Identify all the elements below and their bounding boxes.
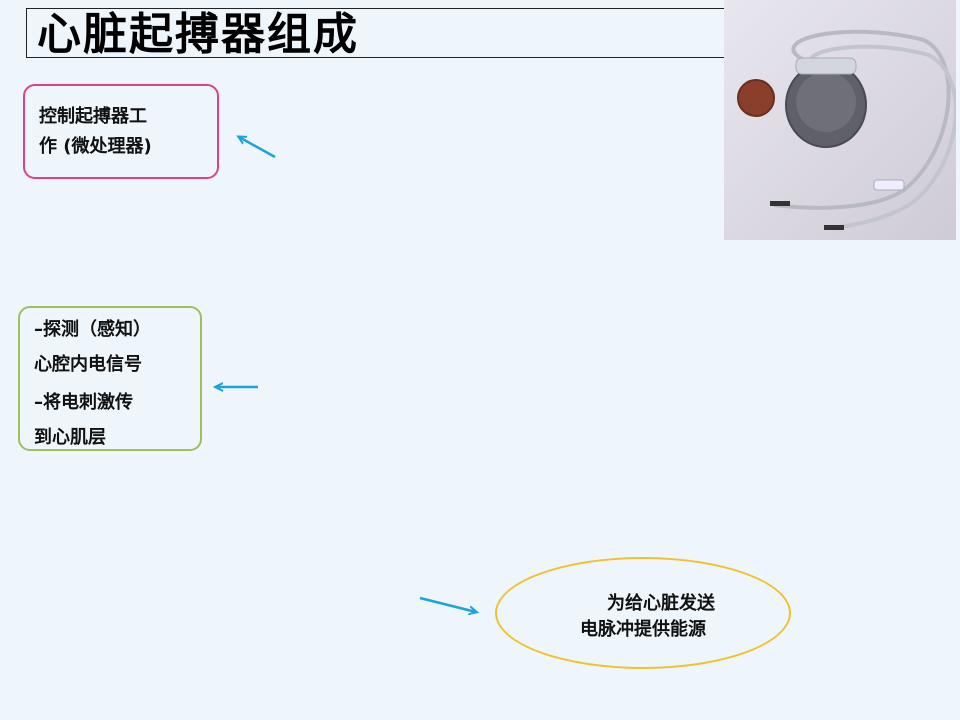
arrow-to-microprocessor [239,137,276,159]
pacemaker-image [737,29,956,230]
microprocessor-line-2: 作 (微处理器) [39,136,152,157]
title-frame: 心脏起搏器组成 [26,8,726,60]
microprocessor-box: 控制起搏器工 作 (微处理器) [23,84,219,179]
battery-line-1: 为给心脏发送 [607,593,715,614]
arrow-to-battery [419,596,476,612]
leads-line-1: –探测（感知） [34,319,151,340]
microprocessor-line-1: 控制起搏器工 [39,106,147,127]
pacemaker-face [796,72,856,132]
coin-icon [737,79,775,117]
lead-wire-2 [807,44,956,230]
battery-ellipse: 为给心脏发送 电脉冲提供能源 [495,557,791,669]
leads-line-3: –将电刺激传 [34,392,133,413]
pacemaker-header [795,57,857,75]
lead-wire-1 [773,29,951,210]
battery-line-2: 电脉冲提供能源 [580,619,706,640]
lead-connector [873,179,905,191]
leads-line-4: 到心肌层 [34,427,106,448]
leads-line-2: 心腔内电信号 [34,354,142,375]
slide-title: 心脏起搏器组成 [37,9,359,60]
lead-tip-1 [770,201,790,206]
leads-box: –探测（感知） 心腔内电信号 –将电刺激传 到心肌层 [18,306,202,451]
lead-tip-2 [824,225,844,230]
pacemaker-photo [724,0,956,240]
